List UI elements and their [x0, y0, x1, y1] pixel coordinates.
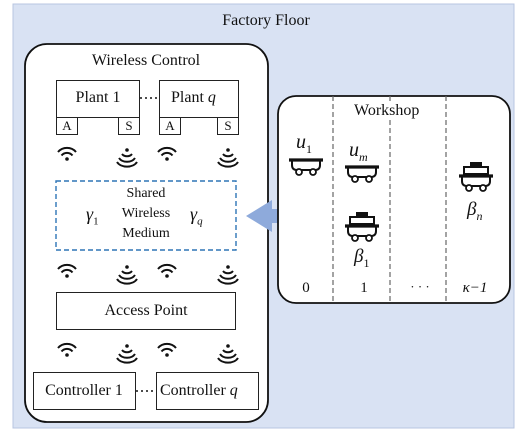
- actuator-box: [56, 117, 78, 135]
- cell-label-1: 1: [360, 280, 368, 296]
- gamma-q-symbol: γ: [190, 204, 198, 224]
- um-symbol: u: [349, 139, 359, 161]
- plant-q-label: Plant q: [171, 89, 216, 107]
- um-subscript: m: [359, 150, 368, 164]
- controller-q-index: q: [229, 382, 238, 399]
- um-label: um: [349, 139, 368, 165]
- workshop-panel: [277, 95, 511, 304]
- controller-1-box: [33, 372, 136, 410]
- plant-q-index: q: [207, 89, 216, 106]
- plant-1-label: Plant 1: [75, 89, 121, 106]
- sensor-label: S: [125, 118, 133, 133]
- sensor-label: S: [224, 118, 232, 133]
- medium-line-1: Shared: [126, 186, 166, 201]
- controller-1-label: Controller 1: [45, 382, 123, 399]
- workshop-title: Workshop: [352, 102, 422, 120]
- gamma-q-label: γq: [190, 204, 203, 228]
- u1-label: u1: [296, 131, 312, 157]
- actuator-label: A: [165, 118, 175, 133]
- gamma-q-subscript: q: [197, 215, 203, 228]
- controller-q-box: [156, 372, 259, 410]
- plant-q-prefix: Plant: [171, 89, 204, 106]
- shared-medium-box: [55, 180, 237, 251]
- betan-label: βn: [467, 199, 482, 224]
- beta1-symbol: β: [354, 246, 364, 267]
- controller-q-label: Controller q: [160, 382, 238, 400]
- u1-symbol: u: [296, 131, 306, 153]
- gamma-1-label: γ1: [86, 204, 99, 228]
- access-point-box: [56, 292, 236, 330]
- betan-subscript: n: [476, 208, 483, 223]
- cell-label-ellipsis: · · ·: [410, 279, 430, 294]
- medium-line-3: Medium: [122, 226, 170, 241]
- access-point-label: Access Point: [104, 302, 188, 319]
- cell-label-0: 0: [302, 280, 310, 296]
- data-flow-arrow: [246, 200, 296, 232]
- controller-q-prefix: Controller: [160, 382, 226, 399]
- actuator-label: A: [62, 118, 72, 133]
- cell-label-last: κ−1: [462, 280, 488, 296]
- betan-symbol: β: [467, 199, 477, 220]
- plant-q-box: [159, 80, 239, 118]
- sensor-box: [118, 117, 140, 135]
- beta1-label: β1: [354, 246, 369, 271]
- medium-line-2: Wireless: [121, 206, 171, 221]
- beta1-subscript: 1: [363, 255, 370, 270]
- diagram-title: Factory Floor: [222, 12, 310, 29]
- gamma-1-subscript: 1: [93, 215, 99, 228]
- sensor-box: [217, 117, 239, 135]
- actuator-box: [159, 117, 181, 135]
- wireless-control-title: Wireless Control: [91, 52, 201, 69]
- gamma-1-symbol: γ: [86, 204, 94, 224]
- u1-subscript: 1: [306, 142, 312, 156]
- plant-1-box: [56, 80, 140, 118]
